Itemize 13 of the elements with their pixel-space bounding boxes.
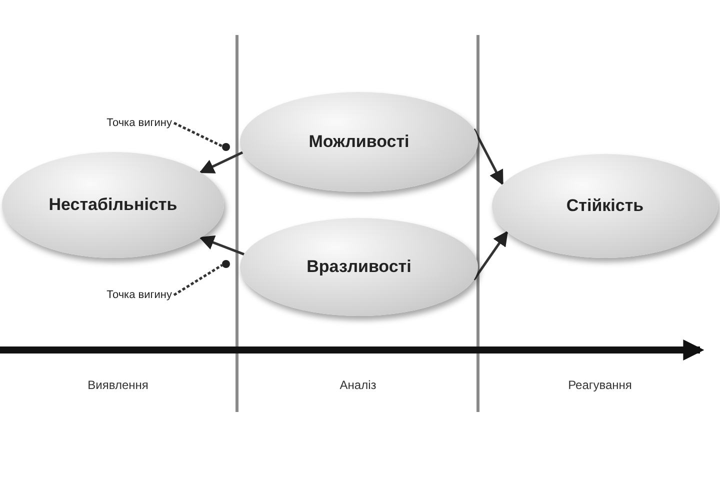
phase-label: Виявлення [88,377,148,394]
phase-label: Реагування [568,377,632,394]
arrow [472,230,508,280]
callout-text: Точка вигину [60,286,172,304]
phase-label: Аналіз [340,377,376,394]
ellipse-node: Вразливості [240,218,478,316]
callout-text: Точка вигину [60,114,172,132]
arrow [472,128,504,186]
arrow [199,151,244,174]
arrow [199,235,244,256]
ellipse-node: Стійкість [492,154,718,258]
ellipse-node: Нестабільність [2,152,224,258]
ellipse-node: Можливості [240,92,478,192]
